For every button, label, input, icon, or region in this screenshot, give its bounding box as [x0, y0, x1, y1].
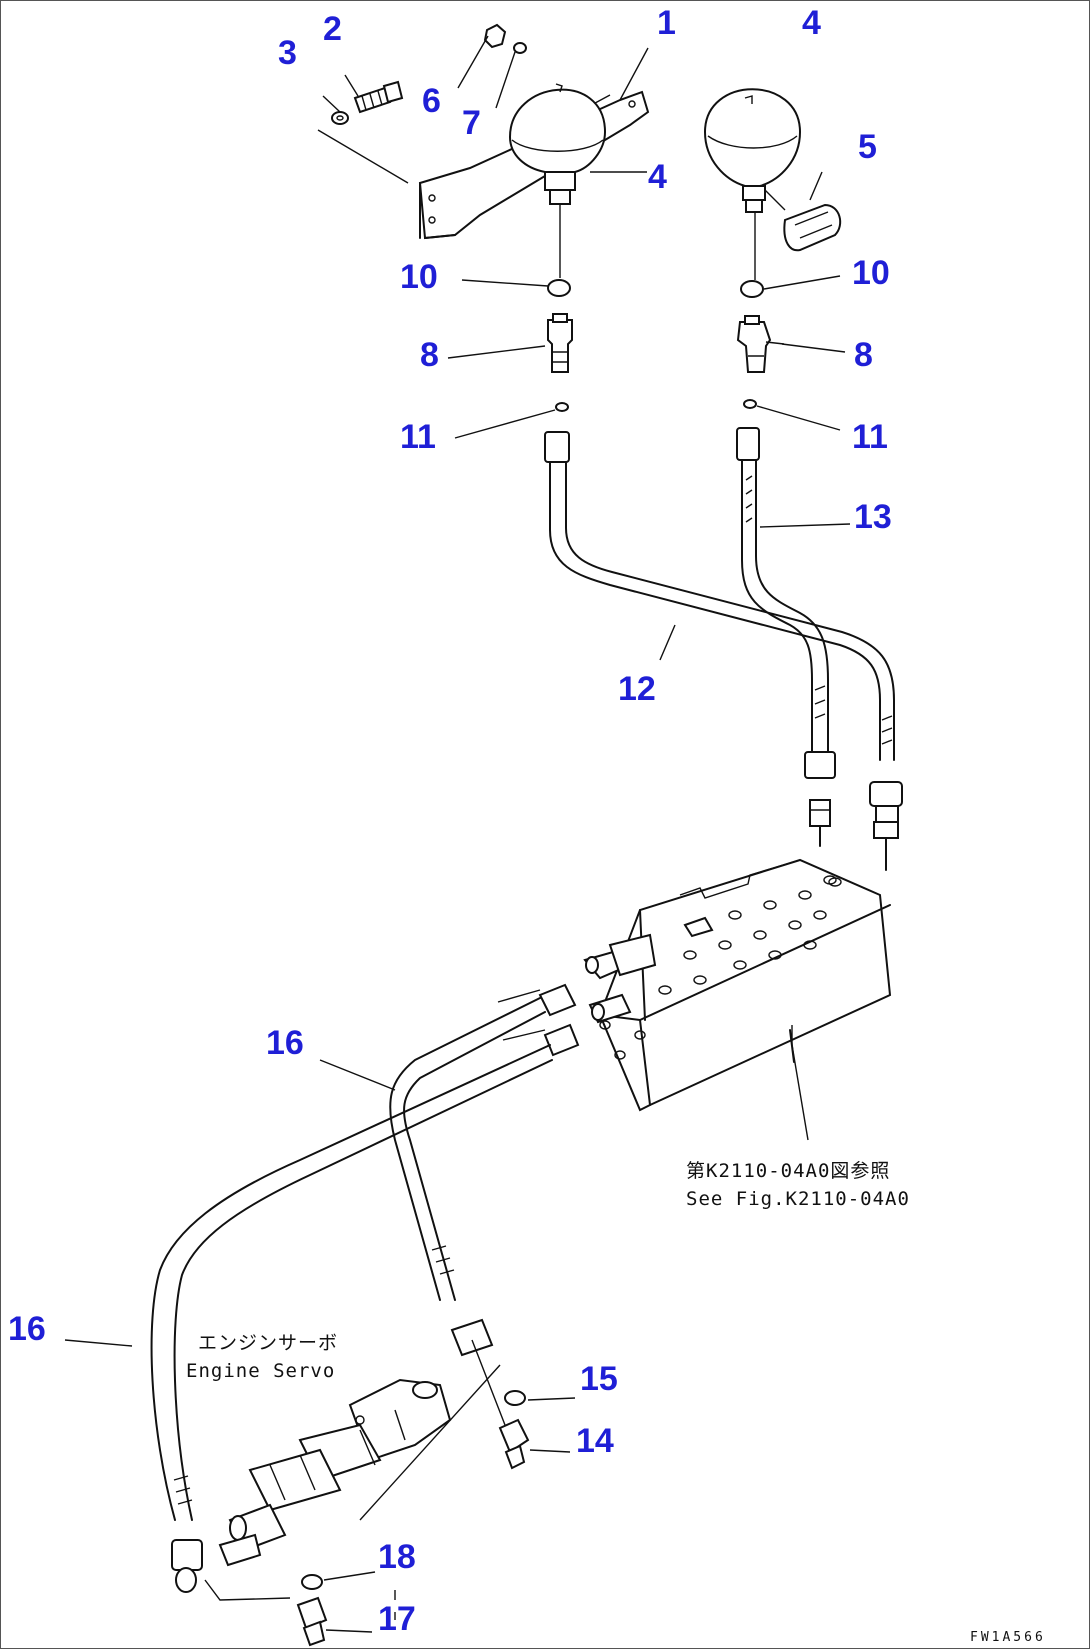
drawing-code: FW1A566 [970, 1630, 1046, 1645]
callout-10: 10 [400, 258, 438, 296]
callout-5: 5 [858, 128, 877, 166]
engine-servo [218, 1378, 452, 1567]
callout-3: 3 [278, 34, 297, 72]
valve-fittings [583, 933, 657, 1024]
o-ring-11 [454, 399, 841, 439]
connector-17 [296, 1590, 396, 1647]
callout-13: 13 [854, 498, 892, 536]
hose-16 [150, 983, 580, 1593]
hose-13 [736, 427, 836, 847]
clamp [783, 203, 842, 252]
callout-18: 18 [378, 1538, 416, 1576]
elbow-8 [447, 313, 846, 373]
callout-8: 8 [420, 336, 439, 374]
callout-14: 14 [576, 1422, 614, 1460]
accumulator-right [703, 88, 802, 213]
accumulator-left [508, 83, 607, 205]
callout-16: 16 [8, 1310, 46, 1348]
o-ring-15 [504, 1390, 576, 1406]
bolt [353, 80, 404, 114]
reference-note-jp: 第K2110-04A0図参照 [686, 1160, 891, 1182]
callout-1: 1 [657, 4, 676, 42]
engine-servo-label-jp: エンジンサーボ [198, 1332, 339, 1354]
hose-12 [544, 431, 903, 871]
callout-8: 8 [854, 336, 873, 374]
callout-11: 11 [400, 418, 436, 456]
callout-12: 12 [618, 670, 656, 708]
callout-11: 11 [852, 418, 888, 456]
callout-6: 6 [422, 82, 441, 120]
nut [483, 23, 527, 54]
callout-4: 4 [802, 4, 821, 42]
engine-servo-label-en: Engine Servo [186, 1360, 336, 1382]
reference-note-en: See Fig.K2110-04A0 [686, 1188, 910, 1210]
connector-14 [471, 1339, 571, 1470]
callout-2: 2 [323, 10, 342, 48]
o-ring-18 [301, 1571, 376, 1590]
washer [331, 111, 349, 125]
o-ring-10 [461, 204, 841, 298]
callout-16: 16 [266, 1024, 304, 1062]
valve-block [598, 858, 892, 1112]
callout-10: 10 [852, 254, 890, 292]
callout-15: 15 [580, 1360, 618, 1398]
callout-4: 4 [648, 158, 667, 196]
callout-7: 7 [462, 104, 481, 142]
callout-17: 17 [378, 1600, 416, 1638]
